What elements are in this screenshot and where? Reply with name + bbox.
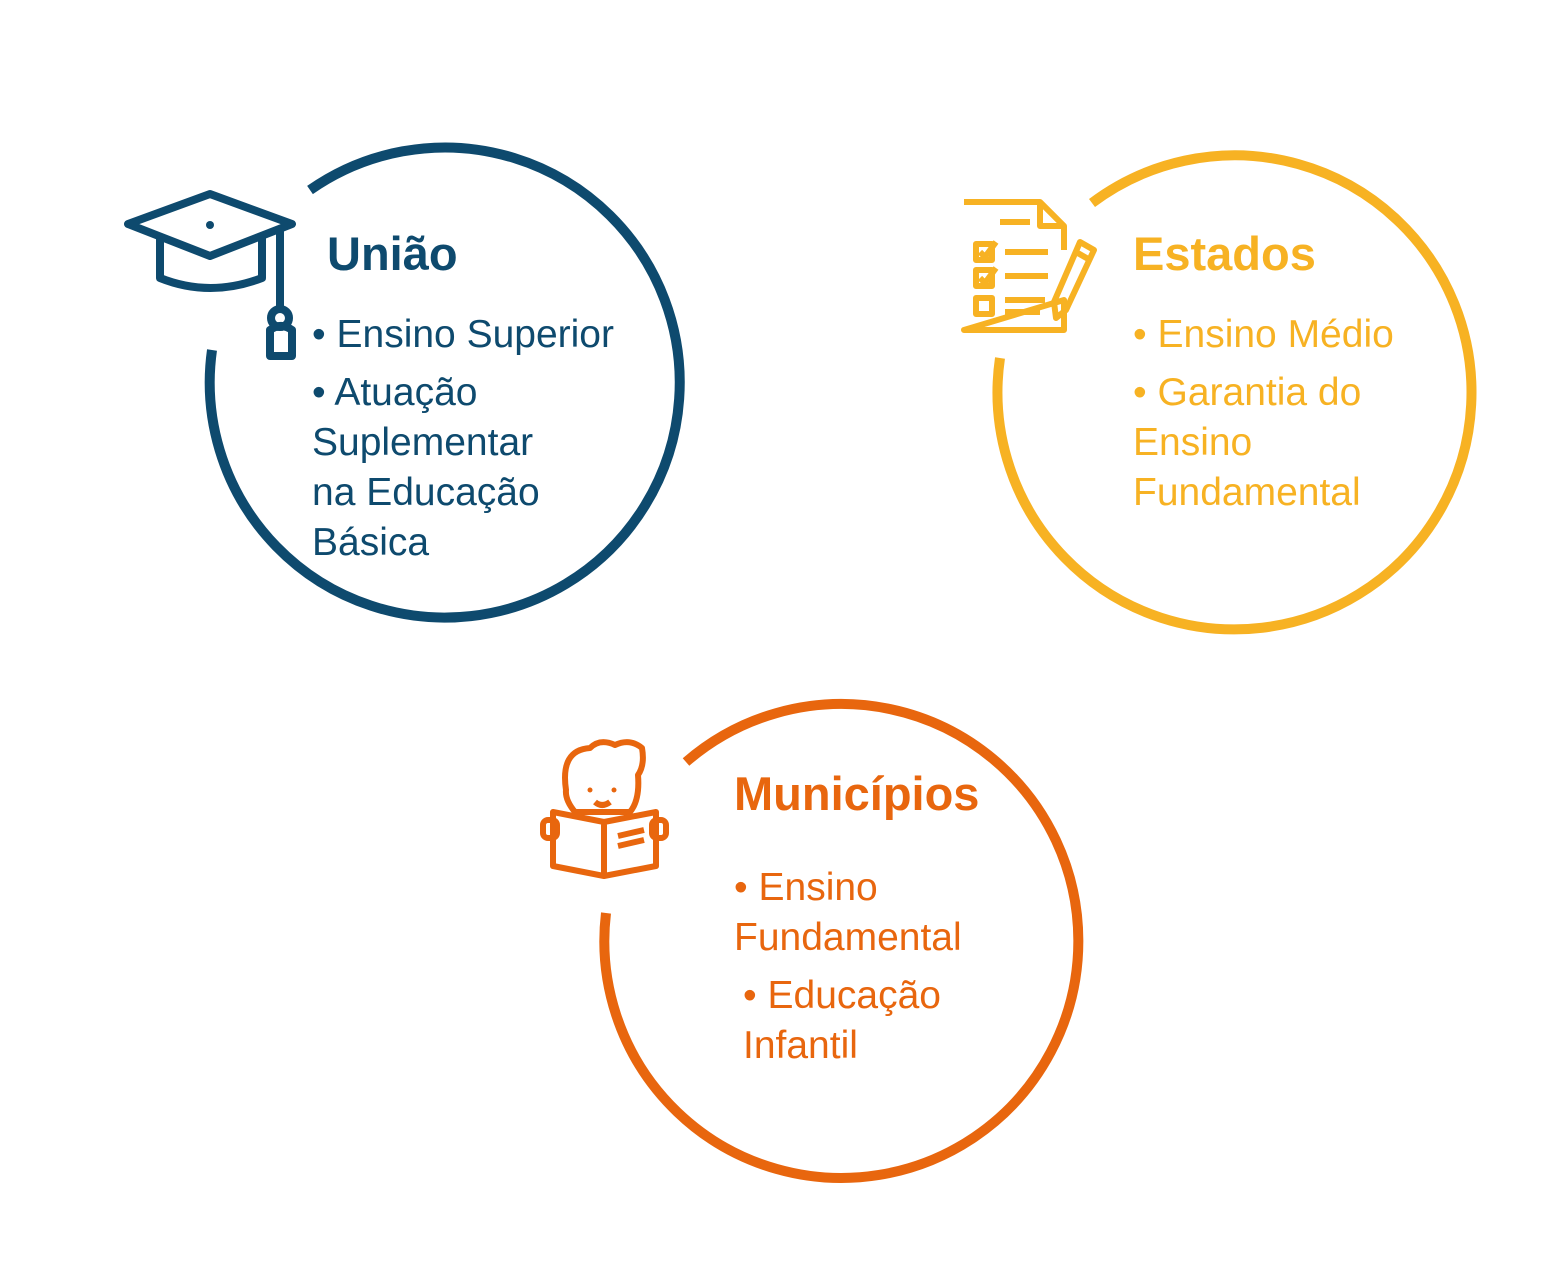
municipios-list: • Ensino Fundamental • Educação Infantil: [734, 863, 994, 1079]
list-item: • Ensino Médio: [1133, 313, 1394, 356]
graduation-cap-icon: [124, 190, 296, 360]
estados-title: Estados: [1133, 227, 1316, 280]
estados-circle: [992, 150, 1477, 635]
uniao-list: • Ensino Superior • Atuação Suplementar …: [312, 310, 652, 576]
list-item: • Ensino Superior: [312, 313, 614, 356]
uniao-circle: [204, 142, 685, 623]
checklist-document-icon: [961, 199, 1097, 333]
list-item: • Atuação Suplementar na Educação Básica: [312, 371, 540, 564]
child-reading-icon: [540, 739, 669, 879]
list-item: • Ensino Fundamental: [734, 866, 962, 959]
uniao-title: União: [327, 227, 458, 280]
municipios-title: Municípios: [734, 767, 980, 820]
list-item: • Garantia do Ensino Fundamental: [1133, 371, 1362, 514]
estados-list: • Ensino Médio • Garantia do Ensino Fund…: [1133, 310, 1423, 526]
list-item: • Educação Infantil: [743, 974, 941, 1067]
municipios-circle: [599, 699, 1084, 1183]
